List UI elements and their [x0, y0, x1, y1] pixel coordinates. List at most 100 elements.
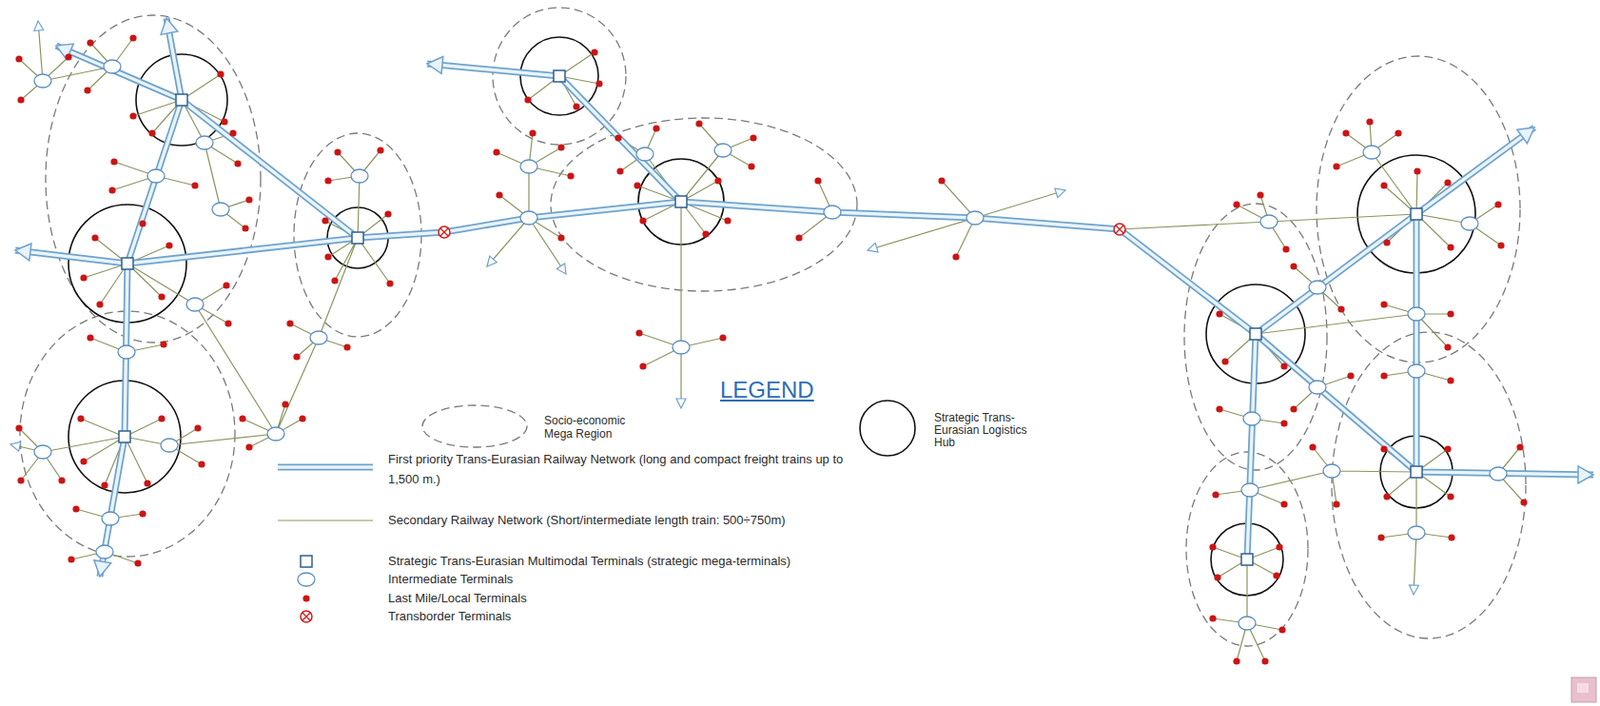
multimodal-terminal-square — [351, 232, 364, 244]
multimodal-terminal-square — [553, 70, 566, 82]
local-terminal-dot — [343, 343, 351, 351]
intermediate-terminal — [823, 205, 841, 219]
thumbnail-image — [1571, 677, 1597, 703]
local-terminal-dot — [79, 273, 87, 281]
local-terminal-dot — [952, 253, 959, 260]
local-terminal-dot — [15, 34, 1527, 664]
legend-sample — [300, 610, 313, 623]
local-terminal-dot — [1280, 362, 1288, 370]
logistics-hub-circle — [136, 54, 228, 146]
local-terminal-dot — [1413, 167, 1421, 175]
local-terminal-dot — [238, 414, 246, 422]
local-terminal-dot — [1209, 614, 1216, 622]
local-terminal-dot — [17, 96, 24, 103]
local-terminal-dot — [639, 362, 646, 370]
local-terminal-dot — [795, 234, 802, 241]
transborder-terminal — [1115, 225, 1124, 234]
transborder-terminal — [438, 226, 450, 238]
local-terminal-dot — [1215, 405, 1223, 412]
local-terminal-dot — [1494, 200, 1502, 208]
local-terminal-dot — [1365, 117, 1373, 125]
local-terminal-dot — [1377, 533, 1385, 541]
multimodal-terminal-square — [1249, 328, 1262, 340]
first-priority-railway — [15, 18, 1594, 577]
local-terminal-dot — [222, 281, 230, 289]
local-terminal-dot — [1446, 492, 1454, 500]
local-terminal-dot — [1256, 191, 1264, 198]
local-terminal-dot — [191, 181, 198, 189]
local-terminal-dot — [108, 186, 116, 194]
local-terminal-dot — [333, 148, 341, 156]
local-terminal-dot — [331, 276, 338, 284]
local-terminal-dot — [524, 96, 531, 103]
multimodal-terminal-square — [1410, 466, 1423, 478]
first-priority-railway — [15, 18, 1594, 577]
local-terminal-dot — [159, 340, 167, 348]
local-terminal-dot — [1332, 162, 1340, 170]
local-terminal-dot — [1289, 262, 1297, 270]
local-terminal-dot — [67, 555, 75, 563]
local-terminal-dot — [324, 176, 332, 184]
legend-sample — [277, 465, 373, 469]
railway-arrowhead — [9, 16, 1594, 595]
local-terminal-dot — [1280, 500, 1288, 508]
local-terminal-dot — [495, 191, 503, 198]
local-terminal-dot — [492, 148, 500, 156]
local-terminal-dot — [157, 292, 165, 300]
intermediate-terminal — [186, 297, 204, 312]
local-terminal-dot — [1346, 371, 1354, 379]
railway-arrowhead — [426, 55, 444, 74]
local-terminal-dot — [216, 70, 224, 78]
local-terminal-dot — [229, 129, 236, 137]
local-terminal-dot — [1380, 371, 1387, 379]
local-terminal-dot — [566, 172, 574, 179]
local-terminal-dot — [635, 329, 643, 336]
local-terminal-dot — [376, 146, 384, 154]
local-terminal-dot — [86, 333, 94, 341]
intermediate-terminal — [1260, 214, 1278, 229]
intermediate-terminal — [1407, 364, 1425, 378]
local-terminal-dot — [1516, 443, 1523, 450]
local-terminal-dot — [165, 241, 173, 249]
local-terminal-dot — [1443, 343, 1451, 351]
intermediate-terminal — [195, 136, 214, 150]
local-terminal-dot — [386, 279, 393, 287]
intermediate-terminal — [966, 211, 984, 225]
legend-sample — [277, 400, 916, 623]
local-terminal-dot — [1443, 445, 1451, 452]
secondary-railway — [10, 20, 1524, 662]
local-terminal-dot — [148, 129, 156, 137]
legend-sample — [297, 572, 315, 586]
local-terminal-dot — [1446, 310, 1454, 317]
local-terminal-dot — [1383, 238, 1390, 246]
intermediate-terminal — [1308, 280, 1327, 294]
mega-region-outline — [1316, 56, 1521, 363]
railway-arrowhead — [1054, 185, 1067, 197]
local-terminal-dot — [652, 124, 660, 132]
local-terminal-dot — [321, 216, 329, 224]
local-terminal-dot — [100, 481, 108, 488]
multimodal-terminal-square — [121, 257, 134, 270]
local-terminal-dot — [1289, 405, 1297, 412]
railway-arrowhead — [1408, 585, 1419, 595]
multimodal-terminal-square — [1241, 553, 1253, 566]
mega-region-outline — [19, 311, 235, 557]
local-terminal-dot — [234, 159, 241, 167]
local-terminal-dot — [83, 86, 91, 94]
intermediate-terminal — [147, 169, 165, 183]
local-terminal-dot — [557, 234, 565, 241]
intermediate-terminal — [1461, 216, 1479, 231]
intermediate-terminal — [520, 159, 538, 174]
intermediate-terminal — [672, 340, 690, 354]
legend-sample — [277, 519, 373, 521]
thumbnail-image — [1571, 677, 1597, 703]
intermediate-terminal — [34, 59, 1507, 630]
transborder-terminal — [440, 228, 449, 236]
local-terminal-dot — [134, 559, 141, 566]
local-terminal-dot — [1446, 243, 1454, 251]
local-terminal-dot — [72, 505, 79, 512]
local-terminal-dot — [1221, 357, 1229, 365]
local-terminal-dot — [1282, 245, 1289, 253]
railway-arrowhead — [52, 38, 74, 60]
local-terminal-dot — [1337, 305, 1345, 313]
